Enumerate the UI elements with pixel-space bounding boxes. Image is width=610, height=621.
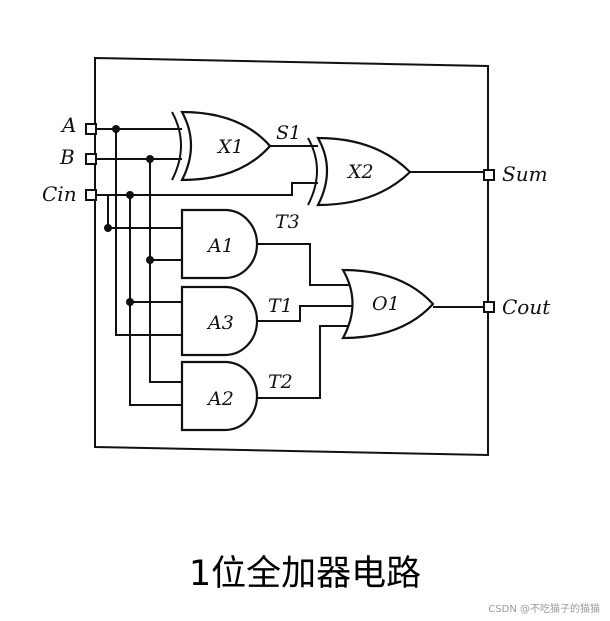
and-gate-a1	[180, 208, 259, 280]
junction-b-a1	[146, 256, 154, 264]
label-cout: Cout	[502, 295, 551, 319]
label-a: A	[60, 113, 76, 137]
wire-cin	[96, 182, 318, 196]
signal-label-t1: T1	[268, 295, 293, 317]
bus-b	[149, 159, 182, 383]
gate-label-x1: X1	[216, 136, 244, 158]
xor-gate-x2	[307, 136, 412, 207]
gate-label-a1: A1	[206, 235, 234, 257]
and-gate-a2	[180, 360, 259, 432]
gate-label-a2: A2	[206, 388, 234, 410]
junction-b	[146, 155, 154, 163]
pin-cout	[483, 301, 495, 313]
module-border	[94, 56, 489, 457]
and-gate-a3	[180, 285, 259, 357]
gate-label-o1: O1	[372, 293, 400, 315]
signal-label-t3: T3	[275, 211, 300, 233]
bus-cin	[129, 195, 182, 406]
full-adder-circuit: A B Cin Sum Cout X1 X2 A1 A3 A2 O1 S1 T3…	[42, 56, 551, 457]
label-sum: Sum	[502, 162, 548, 186]
label-b: B	[59, 145, 75, 169]
pin-sum	[483, 169, 495, 181]
pin-b	[85, 153, 97, 165]
watermark: CSDN @不吃猫子的猫猫	[488, 604, 600, 615]
bus-a-to-a1-a3	[115, 129, 182, 336]
wire-t1	[257, 305, 352, 322]
figure-caption: 1位全加器电路	[188, 554, 422, 594]
junction-cin-left	[104, 224, 112, 232]
gate-label-x2: X2	[346, 161, 374, 183]
xor-gate-x1	[171, 110, 272, 182]
pin-a	[85, 123, 97, 135]
junction-cin	[126, 191, 134, 199]
label-cin: Cin	[42, 182, 77, 206]
wire-t2	[257, 325, 350, 399]
pin-cin	[85, 189, 97, 201]
junction-cin-a3	[126, 298, 134, 306]
signal-label-t2: T2	[268, 371, 293, 393]
gate-label-a3: A3	[206, 312, 234, 334]
junction-a	[112, 125, 120, 133]
or-gate-o1	[341, 268, 435, 340]
wire-t3	[257, 243, 350, 286]
signal-label-s1: S1	[276, 122, 301, 144]
